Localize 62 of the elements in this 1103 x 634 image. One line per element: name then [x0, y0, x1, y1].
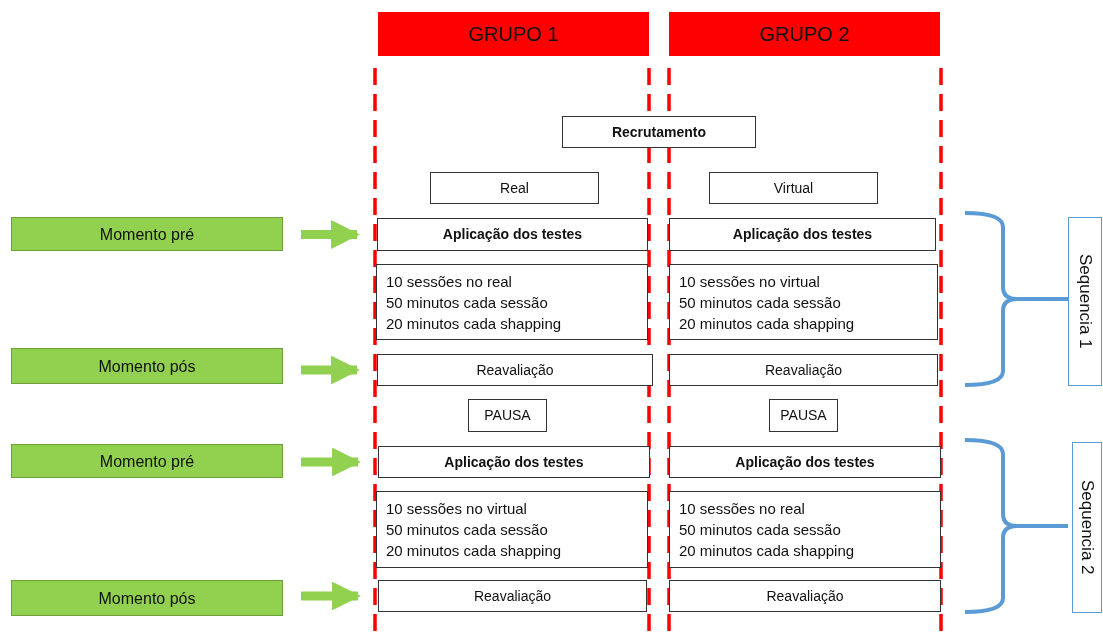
process-box — [709, 172, 878, 204]
step-title: Aplicação dos testes — [442, 225, 583, 244]
step-label: Reavaliação — [764, 360, 843, 380]
stage-label: Momento pré — [99, 451, 195, 472]
step-title: Aplicação dos testes — [444, 452, 584, 472]
step-label: Reavaliação — [473, 586, 552, 606]
session-detail: 50 minutos cada sessão — [679, 292, 841, 313]
stage-label: Momento pós — [98, 356, 196, 377]
process-box — [378, 580, 647, 612]
process-box — [430, 172, 599, 204]
process-box — [769, 399, 838, 432]
session-detail: 10 sessões no virtual — [679, 271, 820, 292]
group-header — [378, 12, 649, 56]
process-box — [377, 218, 648, 251]
session-details-box — [376, 264, 648, 340]
stage-label: Momento pós — [98, 588, 196, 609]
session-detail: 20 minutos cada shapping — [679, 313, 855, 334]
step-label: Real — [500, 178, 529, 198]
session-detail: 20 minutos cada shapping — [386, 541, 562, 561]
sequence-label-box — [1072, 442, 1102, 613]
arrow — [301, 355, 360, 385]
session-details-box — [376, 491, 648, 568]
sequence-label-box — [1068, 217, 1102, 386]
step-title: Aplicação dos testes — [732, 225, 873, 244]
process-box — [669, 446, 941, 478]
step-label: Reavaliação — [766, 586, 844, 606]
session-detail: 10 sessões no real — [386, 271, 512, 292]
process-box — [377, 354, 653, 386]
group-title: GRUPO 2 — [759, 23, 850, 45]
step-label: Virtual — [773, 178, 814, 198]
process-box — [669, 580, 941, 612]
process-box — [562, 116, 756, 148]
stage-label-box — [11, 444, 283, 478]
session-detail: 50 minutos cada sessão — [386, 520, 548, 540]
process-box — [669, 354, 938, 386]
step-title: Aplicação dos testes — [735, 452, 875, 472]
session-detail: 20 minutos cada shapping — [386, 313, 562, 334]
stage-label-box — [11, 580, 283, 616]
step-label: PAUSA — [780, 406, 827, 425]
arrow — [301, 581, 361, 611]
group-header — [669, 12, 940, 56]
arrow — [301, 220, 360, 249]
session-detail: 20 minutos cada shapping — [679, 541, 855, 561]
session-detail: 10 sessões no real — [679, 499, 805, 519]
group-title: GRUPO 1 — [468, 23, 559, 45]
stage-label: Momento pré — [99, 224, 195, 245]
stage-label-box — [11, 348, 283, 384]
session-detail: 50 minutos cada sessão — [386, 292, 548, 313]
step-label: Reavaliação — [476, 360, 554, 380]
process-box — [468, 399, 547, 432]
arrow — [301, 447, 361, 477]
step-label: PAUSA — [484, 406, 531, 425]
process-box — [669, 218, 936, 251]
session-details-box — [669, 264, 938, 340]
session-details-box — [669, 491, 941, 568]
sequence-label: Sequencia 2 — [1076, 480, 1098, 575]
stage-label-box — [11, 217, 283, 251]
process-box — [378, 446, 650, 478]
session-detail: 50 minutos cada sessão — [679, 520, 841, 540]
session-detail: 10 sessões no virtual — [386, 499, 527, 519]
sequence-label: Sequencia 1 — [1074, 254, 1096, 349]
step-title: Recrutamento — [611, 122, 707, 142]
